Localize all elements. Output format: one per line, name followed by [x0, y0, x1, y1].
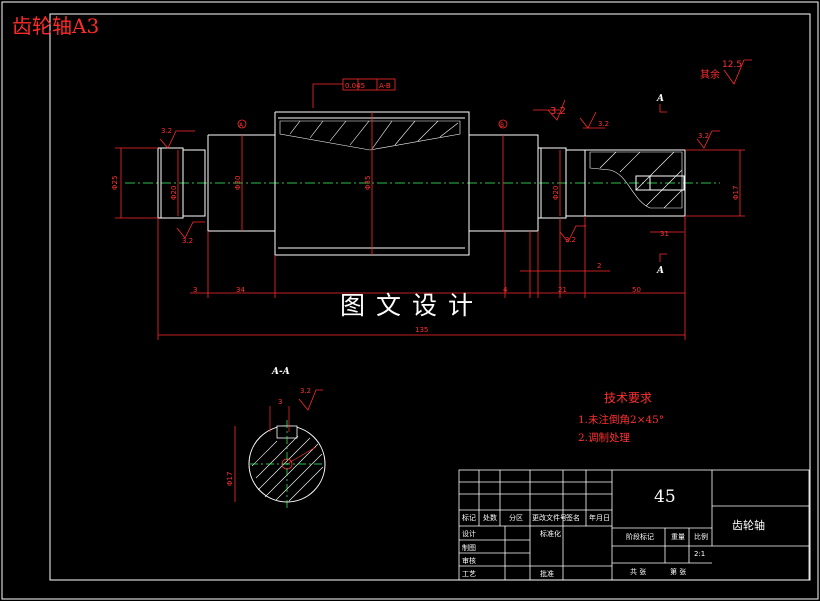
- tolerance-value: 0.045: [345, 82, 365, 90]
- datum-b-label: B: [500, 122, 504, 129]
- tolerance-datum: A-B: [379, 82, 391, 90]
- tb-scale-value: 2:1: [694, 550, 706, 558]
- dim-dia-1: Φ25: [111, 176, 119, 190]
- dim-seg-3: 4: [503, 286, 508, 294]
- datum-a-label: A: [239, 122, 244, 129]
- dimension-lines: [115, 59, 752, 411]
- shaft-outline: [157, 111, 686, 256]
- drawing-title: 齿轮轴A3: [12, 14, 100, 38]
- title-block-grid: [458, 469, 810, 581]
- section-marker-bottom: A: [656, 266, 664, 276]
- roughness-4: 3.2: [598, 120, 609, 128]
- tb-label-stage-mark: 阶段标记: [626, 533, 654, 541]
- tb-label-doc-no: 更改文件号: [532, 514, 567, 522]
- dim-dia-4: Φ35: [364, 176, 372, 190]
- roughness-6: 3.2: [565, 236, 576, 244]
- material-value: 45: [654, 487, 676, 507]
- section-markers: A A: [656, 94, 664, 276]
- watermark-text: 图文设计: [340, 291, 485, 320]
- section-view: [234, 406, 326, 508]
- tb-label-scale: 比例: [694, 533, 708, 541]
- dim-keyway-length: 31: [660, 230, 669, 238]
- part-name: 齿轮轴: [732, 519, 765, 532]
- roughness-5: 3.2: [698, 132, 709, 140]
- dim-seg-1: 3: [193, 286, 197, 294]
- tb-label-count: 处数: [483, 514, 497, 522]
- roughness-1: 3.2: [161, 127, 172, 135]
- tb-label-process: 工艺: [462, 570, 476, 578]
- tb-label-approve: 批准: [540, 570, 554, 578]
- roughness-rest-label: 其余: [700, 70, 720, 81]
- tb-label-signature: 签名: [566, 514, 580, 522]
- tb-label-mark: 标记: [462, 514, 476, 522]
- tb-label-date: 年月日: [589, 514, 610, 522]
- dimension-texts: 135 3 34 4 21 2 50 31 Φ25 Φ20 Φ30 Φ35 Φ2…: [111, 60, 742, 486]
- dim-total-length: 135: [415, 326, 428, 334]
- drawing-frame: [49, 13, 811, 581]
- dim-seg-2: 34: [236, 286, 245, 294]
- tb-sheet-no: 第 张: [670, 568, 687, 576]
- tb-label-zone: 分区: [509, 514, 523, 522]
- tech-req-item-2: 2.调制处理: [578, 432, 631, 444]
- tb-label-draw: 制图: [462, 544, 476, 552]
- tb-label-design: 设计: [462, 530, 476, 538]
- tb-label-review: 审核: [462, 557, 476, 565]
- tb-label-standardize: 标准化: [540, 530, 561, 538]
- roughness-7: 3.2: [300, 387, 311, 395]
- tech-req-item-1: 1.未注倒角2×45°: [578, 414, 665, 426]
- roughness-3: 3.2: [550, 106, 566, 117]
- roughness-rest-value: 12.5: [722, 60, 742, 70]
- hatching: [279, 120, 683, 209]
- dim-seg-4: 21: [558, 286, 567, 294]
- dim-dia-6: Φ17: [732, 186, 740, 200]
- dim-section-dia: Φ17: [226, 472, 234, 486]
- dim-seg-6: 50: [632, 286, 641, 294]
- roughness-2: 3.2: [182, 237, 193, 245]
- dim-dia-2: Φ20: [170, 186, 178, 200]
- section-marker-top: A: [656, 94, 664, 104]
- section-label: A-A: [272, 367, 290, 377]
- tech-req-heading: 技术要求: [604, 391, 653, 405]
- dim-key-width: 3: [278, 398, 282, 406]
- dim-dia-3: Φ30: [234, 176, 242, 190]
- tb-label-weight: 重量: [671, 533, 685, 541]
- tb-sheets-total: 共 张: [630, 568, 647, 576]
- dim-dia-5: Φ20: [552, 186, 560, 200]
- dim-seg-5: 2: [597, 262, 601, 270]
